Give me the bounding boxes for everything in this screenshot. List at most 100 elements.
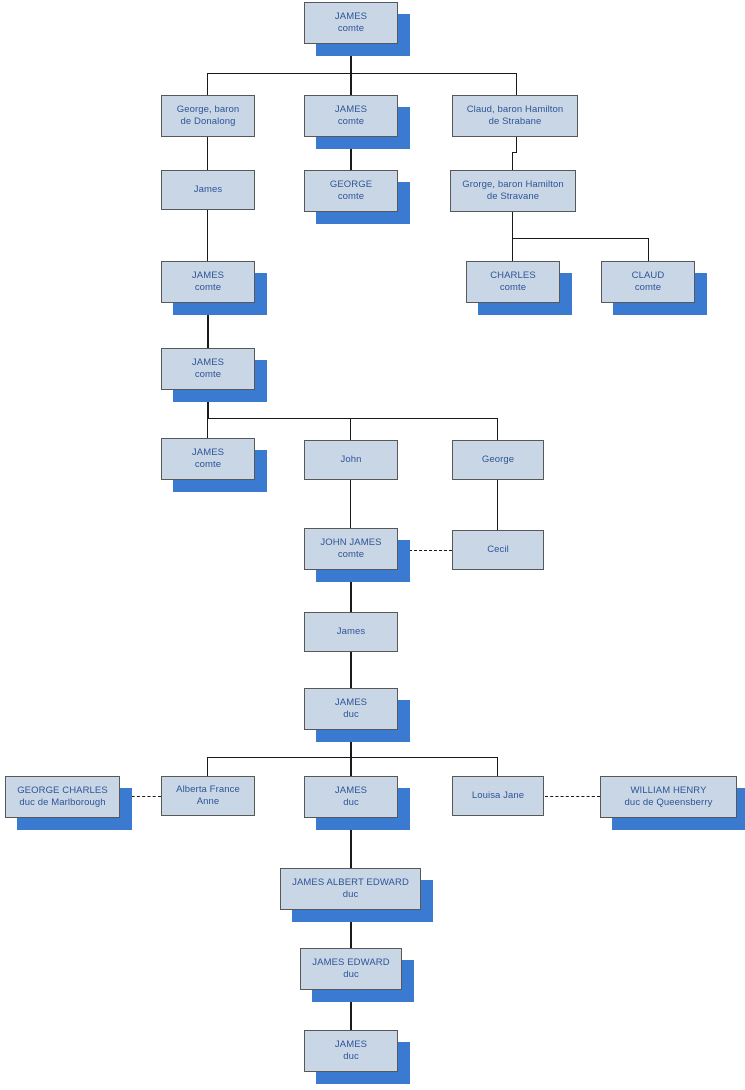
connector-n8-n11 — [207, 303, 209, 348]
connector-n25-n26 — [350, 990, 352, 1030]
connector-row-charles-bus — [512, 238, 649, 239]
connector-n3-n6 — [350, 137, 352, 170]
node-label-primary: George — [481, 453, 515, 465]
connector-n4-n7-a — [516, 137, 517, 152]
node-n16[interactable]: Cecil — [452, 530, 544, 570]
node-n22[interactable]: Louisa Jane — [452, 776, 544, 816]
connector-n2-n5 — [207, 137, 208, 170]
node-label-secondary: duc — [343, 797, 359, 808]
node-label-secondary: comte — [194, 369, 222, 380]
connector-to-n14 — [497, 418, 498, 440]
node-n14[interactable]: George — [452, 440, 544, 480]
node-label-secondary: de Donalong — [180, 116, 236, 127]
node-label-secondary: duc de Marlborough — [19, 797, 106, 808]
node-label-primary: JAMES — [334, 10, 368, 22]
node-label-primary: Cecil — [487, 543, 509, 555]
connector-to-n4 — [516, 73, 517, 95]
connector-to-n9 — [512, 238, 513, 261]
node-label-secondary: comte — [337, 116, 365, 127]
node-label-primary: JAMES ALBERT EDWARD — [292, 876, 409, 888]
node-label-primary: Grorge, baron Hamilton — [462, 178, 564, 190]
node-label-secondary: comte — [194, 282, 222, 293]
connector-n5-n8 — [207, 210, 208, 261]
node-n17[interactable]: James — [304, 612, 398, 652]
node-label-primary: JAMES — [191, 269, 225, 281]
connector-n14-n16 — [497, 480, 498, 530]
connector-n4-n7-jog — [512, 152, 517, 153]
connector-n17-n18 — [350, 652, 352, 688]
node-label-secondary: duc — [343, 1051, 359, 1062]
node-label-primary: GEORGE — [329, 178, 373, 190]
connector-n22-n23-marriage — [545, 796, 600, 797]
connector-to-n13 — [350, 418, 351, 440]
node-label-primary: Louisa Jane — [471, 789, 525, 801]
connector-n18-down — [350, 730, 352, 758]
node-label-primary: JAMES — [334, 784, 368, 796]
node-label-primary: CLAUD — [631, 269, 665, 281]
connector-to-n3 — [350, 73, 352, 95]
connector-to-n12 — [207, 418, 208, 438]
connector-row2-bus — [207, 73, 516, 74]
node-label-primary: JAMES EDWARD — [312, 956, 390, 968]
connector-row-n21-bus — [207, 757, 498, 758]
node-n5[interactable]: James — [161, 170, 255, 210]
node-label-secondary: Anne — [196, 796, 220, 807]
connector-n24-n25 — [350, 910, 352, 948]
connector-n4-n7-b — [512, 152, 513, 170]
connector-n15-n16-marriage — [399, 550, 452, 551]
node-label-primary: WILLIAM HENRY — [630, 784, 707, 796]
connector-to-n2 — [207, 73, 208, 95]
node-label-secondary: comte — [194, 459, 222, 470]
node-label-primary: JAMES — [191, 446, 225, 458]
connector-to-n10 — [648, 238, 649, 261]
connector-to-n21 — [350, 757, 352, 776]
connector-n1-down — [350, 44, 352, 74]
node-label-primary: JAMES — [334, 1038, 368, 1050]
node-label-secondary: duc — [343, 969, 359, 980]
connector-n11-down — [207, 390, 209, 419]
node-label-secondary: comte — [499, 282, 527, 293]
node-label-primary: John — [340, 453, 362, 465]
connector-n7-down — [512, 212, 513, 238]
node-n13[interactable]: John — [304, 440, 398, 480]
node-label-primary: James — [336, 625, 366, 637]
node-label-secondary: de Strabane — [488, 116, 542, 127]
connector-n15-n17 — [350, 570, 352, 612]
node-label-primary: JAMES — [191, 356, 225, 368]
connector-row-n12-bus — [207, 418, 498, 419]
connector-n19-n20-marriage — [121, 796, 161, 797]
node-label-secondary: duc de Queensberry — [624, 797, 713, 808]
node-label-secondary: duc — [342, 889, 359, 900]
node-label-secondary: de Stravane — [486, 191, 540, 202]
node-label-primary: CHARLES — [490, 269, 536, 281]
node-label-secondary: comte — [337, 549, 365, 560]
node-label-primary: JAMES — [334, 103, 368, 115]
connector-n13-n15 — [350, 480, 351, 528]
node-label-primary: JOHN JAMES — [320, 536, 382, 548]
node-label-primary: James — [193, 183, 223, 195]
node-label-secondary: comte — [634, 282, 662, 293]
node-label-primary: Claud, baron Hamilton — [466, 103, 564, 115]
node-label-secondary: comte — [337, 191, 365, 202]
